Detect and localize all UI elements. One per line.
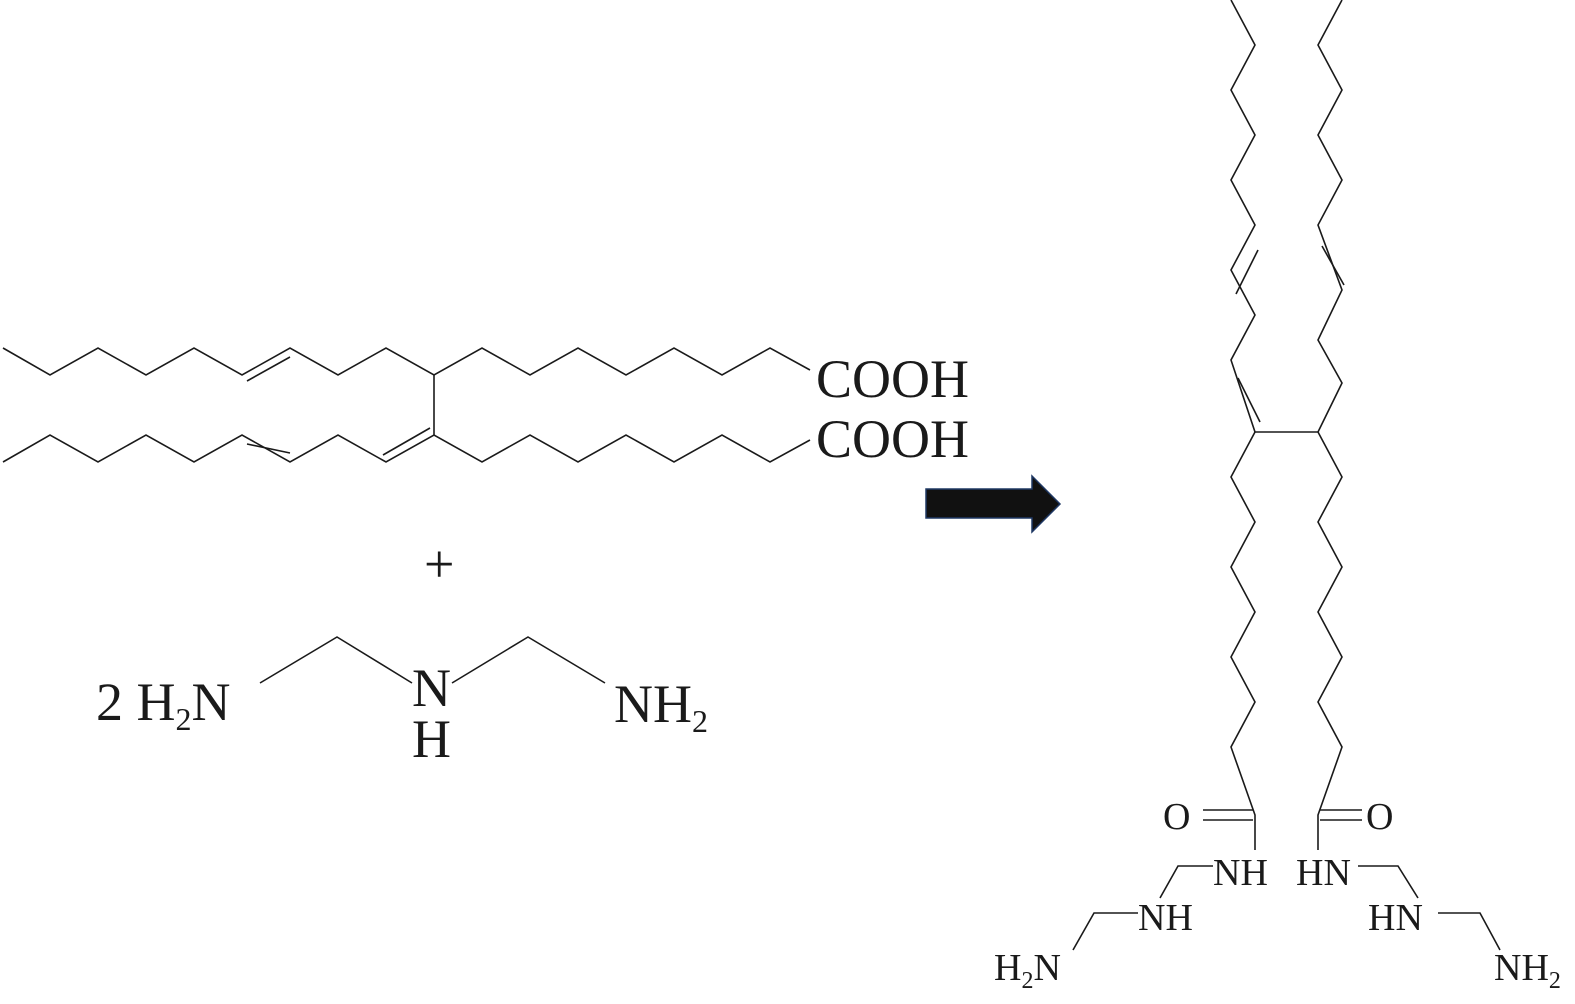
double-bond-line — [1237, 377, 1261, 423]
terminal-amine-left: H2N — [994, 947, 1061, 994]
amine-left-terminal: 2 H2N — [96, 672, 231, 737]
carboxyl-group-bottom: COOH — [816, 409, 969, 469]
dimer-acid-bottom-chain — [2, 434, 811, 463]
double-bond-line — [246, 356, 291, 382]
amine-center-n: N — [412, 658, 451, 718]
terminal-amine-right: NH2 — [1494, 947, 1561, 994]
plus-sign: + — [424, 534, 454, 594]
dimer-acid-molecule: COOH COOH — [2, 347, 969, 469]
inner-hn-right: HN — [1368, 897, 1423, 939]
double-bond-line — [382, 427, 431, 456]
carboxyl-group-top: COOH — [816, 349, 969, 409]
amine-right-terminal: NH2 — [614, 674, 708, 739]
product-right-upper-chain — [1317, 0, 1343, 433]
product-right-lower-chain — [1317, 431, 1343, 850]
carbonyl-o-right: O — [1366, 796, 1393, 838]
diethylenetriamine-molecule: 2 H2N N H NH2 — [96, 636, 708, 769]
inner-nh-left: NH — [1138, 897, 1193, 939]
amine-left-chain — [259, 636, 413, 684]
double-bond-line — [246, 443, 291, 454]
carbonyl-o-left: O — [1163, 796, 1190, 838]
amine-center-h: H — [412, 709, 451, 769]
amide-hn-right: HN — [1296, 852, 1351, 894]
reaction-arrow — [925, 474, 1062, 534]
double-bond-line — [1321, 245, 1345, 286]
double-bond-line — [1235, 249, 1259, 295]
product-left-amine-chain — [1072, 912, 1138, 951]
amide-nh-left: NH — [1213, 852, 1268, 894]
product-molecule: O O NH HN NH H2N HN NH2 — [994, 0, 1561, 994]
product-left-upper-chain — [1230, 0, 1256, 433]
product-left-amine-chain — [1159, 865, 1213, 899]
product-right-amine-chain — [1438, 912, 1501, 951]
product-right-amine-chain — [1358, 865, 1419, 899]
dimer-acid-top-chain — [2, 347, 811, 376]
amine-right-chain — [451, 636, 606, 684]
product-left-lower-chain — [1230, 431, 1256, 850]
